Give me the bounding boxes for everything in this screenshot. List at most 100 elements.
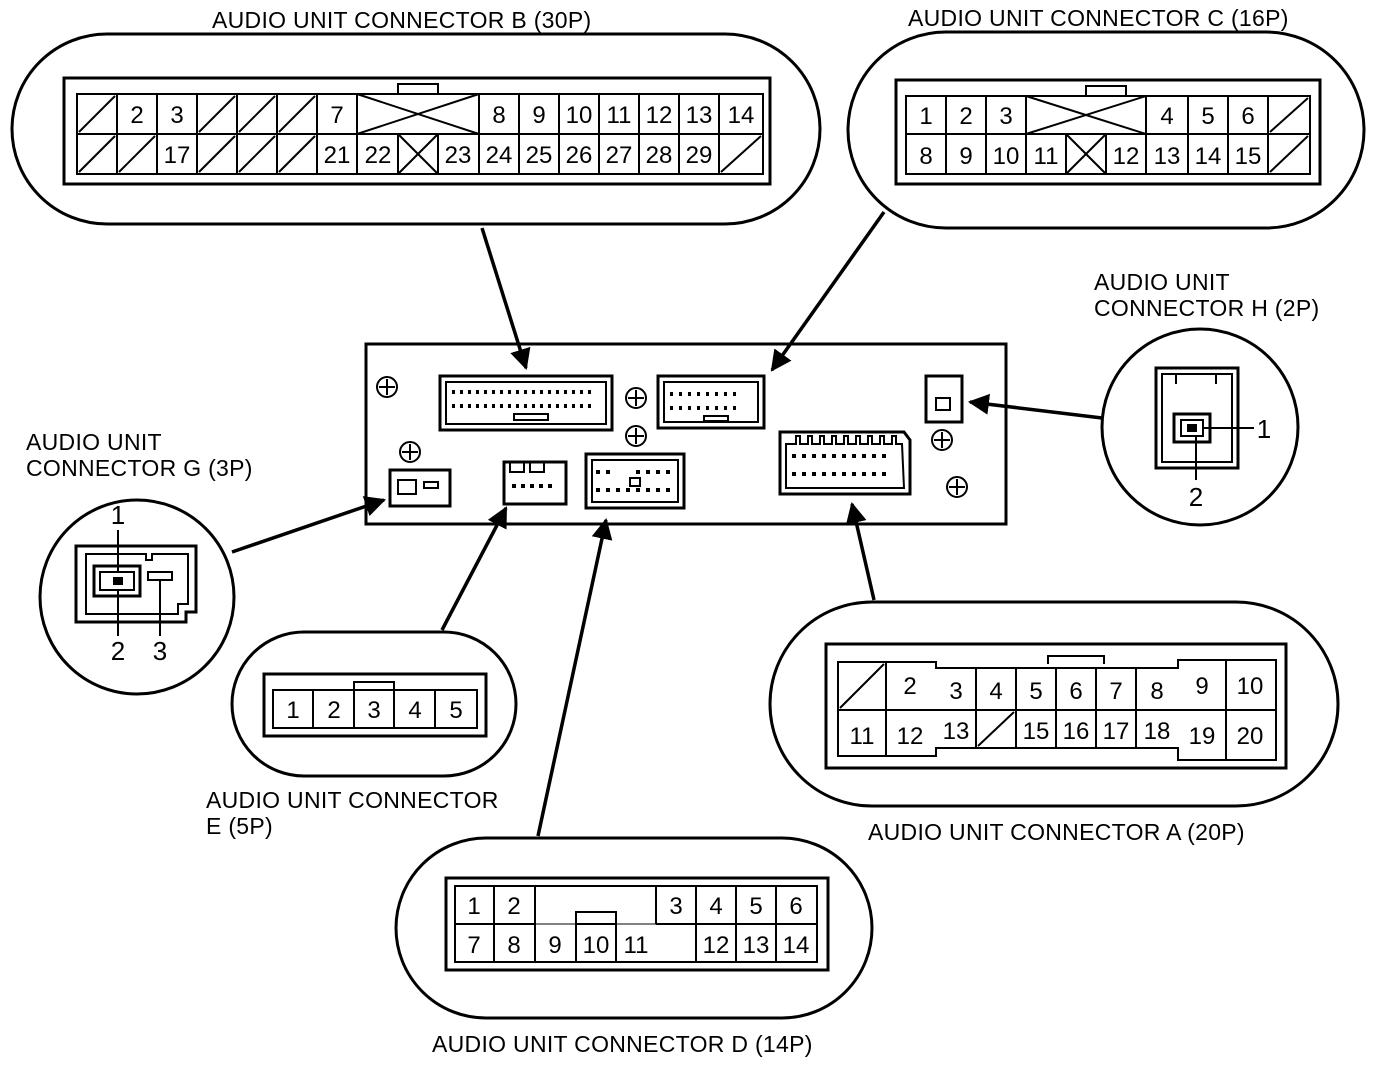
pin-label: 14 (1195, 143, 1222, 170)
connector-b-bubble (10, 32, 822, 226)
arrow-c (770, 210, 886, 372)
connector-c-title: AUDIO UNIT CONNECTOR C (16P) (908, 5, 1289, 31)
pin-label: 18 (1144, 718, 1171, 745)
arrow-d (536, 517, 613, 837)
connector-g-bubble (38, 498, 236, 696)
pin-label: 12 (1113, 143, 1140, 170)
pin-label: 7 (330, 102, 343, 129)
pin-label: 14 (783, 932, 810, 959)
pin-label: 6 (1241, 103, 1254, 130)
connector-h-pins: 1 2 (1189, 414, 1271, 512)
pin-label: 22 (365, 142, 392, 169)
pin-label: 28 (646, 142, 673, 169)
pin-label: 5 (449, 697, 462, 724)
pin-label: 2 (1189, 482, 1203, 512)
connector-c-bubble (846, 30, 1366, 230)
pin-label: 2 (507, 893, 520, 920)
pin-label: 3 (669, 893, 682, 920)
connector-d-pins: 1 2 3 4 5 6 7 8 9 10 11 12 13 14 (467, 893, 809, 959)
pin-label: 5 (1029, 678, 1042, 705)
socket-a (778, 430, 912, 496)
pin-label: 2 (327, 697, 340, 724)
pin-label: 10 (583, 932, 610, 959)
pin-label: 10 (993, 143, 1020, 170)
pin-label: 11 (607, 102, 632, 129)
connector-d-face (444, 876, 830, 972)
connector-a-title: AUDIO UNIT CONNECTOR A (20P) (868, 819, 1245, 845)
pin-label: 3 (949, 678, 962, 705)
pin-label: 1 (919, 103, 932, 130)
pin-label: 5 (749, 893, 762, 920)
screw-icon (399, 441, 421, 463)
pin-label: 4 (989, 678, 1002, 705)
arrow-b (480, 227, 531, 371)
pin-label: 8 (507, 932, 520, 959)
connector-g-pins: 1 2 3 (111, 500, 167, 666)
connector-b-pins: 2 3 7 8 9 10 11 12 13 14 17 21 22 23 24 … (130, 102, 754, 169)
pin-label: 15 (1023, 718, 1050, 745)
screw-icon (376, 376, 398, 398)
screw-icon (931, 429, 953, 451)
socket-h (924, 374, 964, 424)
pin-label: 6 (789, 893, 802, 920)
pin-label: 17 (1103, 718, 1130, 745)
pin-label: 9 (532, 102, 545, 129)
pin-label: 2 (111, 636, 125, 666)
connector-h-bubble (1100, 327, 1300, 527)
connector-e-face (262, 672, 488, 738)
audio-unit-details (376, 374, 968, 510)
pin-label: 13 (1154, 143, 1181, 170)
arrow-a (845, 501, 876, 601)
pin-label: 17 (164, 142, 191, 169)
socket-g (388, 468, 452, 508)
pin-label: 9 (959, 143, 972, 170)
connector-b-face (62, 76, 772, 186)
connector-h-title-line1: AUDIO UNIT (1094, 269, 1230, 295)
pin-label: 25 (526, 142, 553, 169)
connector-a-bubble (768, 600, 1340, 808)
connector-h-title-line2: CONNECTOR H (2P) (1094, 295, 1320, 321)
pin-label: 3 (999, 103, 1012, 130)
pin-label: 11 (1034, 143, 1059, 170)
pin-label: 16 (1063, 718, 1090, 745)
pin-label: 3 (170, 102, 183, 129)
pin-label: 12 (897, 723, 924, 750)
pin-label: 8 (1150, 678, 1163, 705)
pin-label: 10 (1237, 673, 1264, 700)
pin-label: 23 (445, 142, 472, 169)
arrow-e (440, 506, 508, 631)
socket-e (502, 460, 568, 506)
connector-e-pins: 1 2 3 4 5 (286, 697, 462, 724)
pin-label: 5 (1201, 103, 1214, 130)
connector-g-title-line2: CONNECTOR G (3P) (26, 455, 253, 481)
connector-d-title: AUDIO UNIT CONNECTOR D (14P) (432, 1031, 813, 1057)
connector-c-face (894, 78, 1322, 186)
connector-g-face (74, 530, 198, 636)
screw-icon (625, 425, 647, 447)
pin-label: 24 (486, 142, 513, 169)
socket-d (584, 452, 686, 510)
pin-label: 8 (492, 102, 505, 129)
connector-e-title-line2: E (5P) (206, 813, 273, 839)
pin-label: 7 (467, 932, 480, 959)
pin-label: 12 (703, 932, 730, 959)
pin-label: 1 (111, 500, 125, 530)
pin-label: 1 (286, 697, 299, 724)
pin-label: 4 (408, 697, 421, 724)
pin-label: 2 (903, 673, 916, 700)
pin-label: 14 (728, 102, 755, 129)
pin-label: 3 (153, 636, 167, 666)
pin-label: 19 (1189, 723, 1216, 750)
connector-d-bubble (394, 836, 874, 1020)
pin-label: 27 (606, 142, 633, 169)
connector-e-title-line1: AUDIO UNIT CONNECTOR (206, 787, 499, 813)
socket-c (656, 374, 766, 430)
audio-unit-body (364, 342, 1008, 526)
pin-label: 3 (367, 697, 380, 724)
pin-label: 11 (850, 723, 875, 750)
pin-label: 1 (1257, 414, 1271, 444)
pin-label: 10 (566, 102, 593, 129)
screw-icon (946, 476, 968, 498)
